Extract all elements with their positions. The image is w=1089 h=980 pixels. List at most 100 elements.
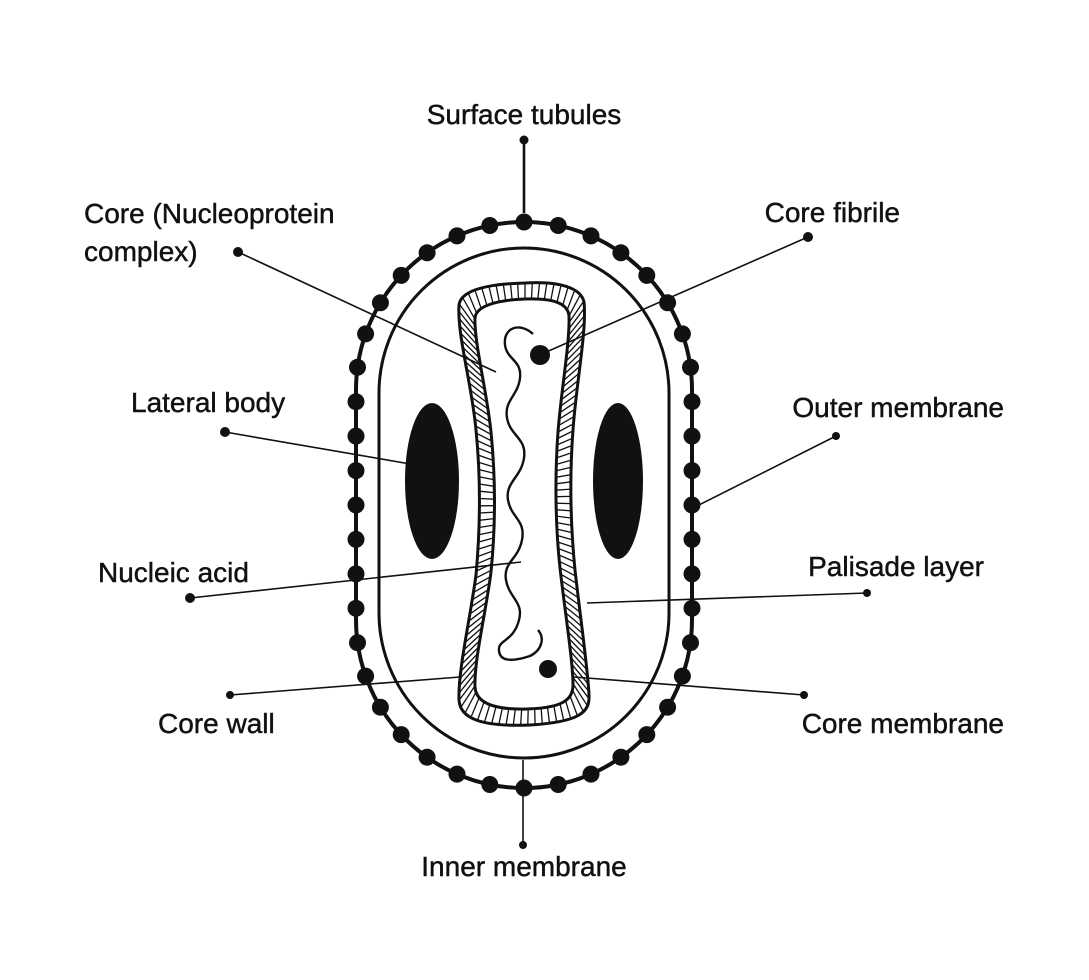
core-nucleoprotein-leader xyxy=(237,251,497,373)
palisade-striation xyxy=(561,586,579,599)
surface-tubule xyxy=(612,748,630,766)
palisade-striation xyxy=(572,683,589,707)
palisade-striation xyxy=(458,672,476,694)
palisade-striation xyxy=(568,300,585,323)
palisade-striation xyxy=(561,580,578,592)
surface-tubule xyxy=(683,496,701,514)
palisade-striation xyxy=(471,396,489,410)
surface-tubule xyxy=(659,294,677,312)
palisade-striation xyxy=(461,339,480,359)
palisade-striation xyxy=(469,601,487,615)
palisade-striation xyxy=(553,705,558,723)
surface-tubule xyxy=(481,217,499,234)
palisade-striation xyxy=(566,625,585,642)
palisade-striation xyxy=(470,697,480,718)
surface-tubules-leader-dot xyxy=(519,135,529,145)
palisade-striation xyxy=(476,432,493,442)
palisade-striation xyxy=(517,283,520,300)
core-fibrile-leader xyxy=(543,236,809,354)
palisade-striation xyxy=(546,707,551,724)
palisade-striation xyxy=(543,282,548,300)
palisade-striation xyxy=(460,332,479,352)
core-membrane-leader-dot xyxy=(800,691,808,699)
surface-tubule xyxy=(515,213,533,231)
surface-tubule xyxy=(448,227,466,245)
palisade-striation xyxy=(566,336,584,356)
core-fibrile-dot-upper xyxy=(530,345,550,365)
palisade-striation xyxy=(465,621,484,637)
palisade-striation xyxy=(569,695,579,717)
palisade-striation xyxy=(479,497,495,500)
palisade-striation xyxy=(461,646,480,665)
palisade-striation xyxy=(478,461,494,468)
surface-tubule xyxy=(683,462,701,480)
palisade-striation xyxy=(569,650,588,671)
surface-tubule xyxy=(347,427,365,445)
palisade-striation xyxy=(468,608,486,622)
palisade-striation xyxy=(502,284,507,301)
surface-tubule xyxy=(418,748,436,766)
palisade-striation xyxy=(462,346,481,365)
palisade-striation xyxy=(478,476,495,481)
palisade-striation xyxy=(565,343,583,362)
palisade-striation xyxy=(495,285,500,302)
palisade-striation xyxy=(474,576,491,586)
surface-tubule xyxy=(392,266,410,284)
palisade-striation xyxy=(565,612,583,627)
palisade-striation xyxy=(458,303,476,327)
label-palisade-layer: Palisade layer xyxy=(808,551,984,582)
palisade-striation xyxy=(530,282,533,299)
surface-tubule xyxy=(582,227,600,245)
palisade-striation xyxy=(475,425,492,436)
palisade-striation xyxy=(563,365,581,381)
palisade-striation xyxy=(467,292,478,314)
surface-tubule xyxy=(683,599,701,617)
surface-tubule xyxy=(347,530,365,548)
virus-particle xyxy=(347,213,701,797)
core-wall-leader-dot xyxy=(226,691,234,699)
palisade-striation xyxy=(557,541,574,548)
palisade-striation xyxy=(571,670,590,692)
palisade-striation xyxy=(466,614,485,629)
inner-membrane-leader-dot xyxy=(519,841,527,849)
label-core-nucleoprotein-line1: Core (Nucleoprotein xyxy=(84,198,335,229)
label-surface-tubules: Surface tubules xyxy=(427,99,622,130)
surface-tubule xyxy=(612,244,630,262)
lateral-body-leader xyxy=(224,431,423,467)
palisade-striation xyxy=(564,700,572,719)
palisade-striation xyxy=(558,416,575,427)
palisade-striation xyxy=(567,631,585,649)
surface-tubule xyxy=(659,698,677,716)
palisade-striation xyxy=(483,704,491,723)
palisade-striation xyxy=(556,466,572,472)
palisade-layer-leader-dot xyxy=(863,589,871,597)
palisade-striation xyxy=(471,589,489,601)
core-wall-leader xyxy=(229,676,461,696)
palisade-striation xyxy=(556,284,562,303)
palisade-striation xyxy=(568,638,586,656)
palisade-striation xyxy=(458,665,477,687)
lateral-body-right xyxy=(593,403,643,559)
surface-tubule xyxy=(448,765,466,783)
palisade-striation xyxy=(468,382,487,397)
palisade-striation xyxy=(559,560,576,570)
surface-tubule xyxy=(371,698,389,716)
outer-membrane-leader xyxy=(688,435,837,511)
label-core-membrane: Core membrane xyxy=(802,708,1004,739)
palisade-striation xyxy=(479,511,495,514)
nucleic-acid-leader xyxy=(189,561,522,599)
label-core-fibrile: Core fibrile xyxy=(765,197,900,228)
palisade-striation xyxy=(477,454,494,462)
surface-tubule xyxy=(347,599,365,617)
palisade-striation xyxy=(564,351,583,369)
surface-tubule xyxy=(349,358,366,376)
palisade-striation xyxy=(562,286,569,306)
palisade-striation xyxy=(479,517,495,521)
palisade-striation xyxy=(464,627,483,644)
palisade-striation xyxy=(565,618,584,635)
palisade-striation xyxy=(464,691,477,714)
palisade-striation xyxy=(488,286,494,304)
palisade-striation xyxy=(558,554,575,563)
palisade-striation xyxy=(557,430,574,440)
